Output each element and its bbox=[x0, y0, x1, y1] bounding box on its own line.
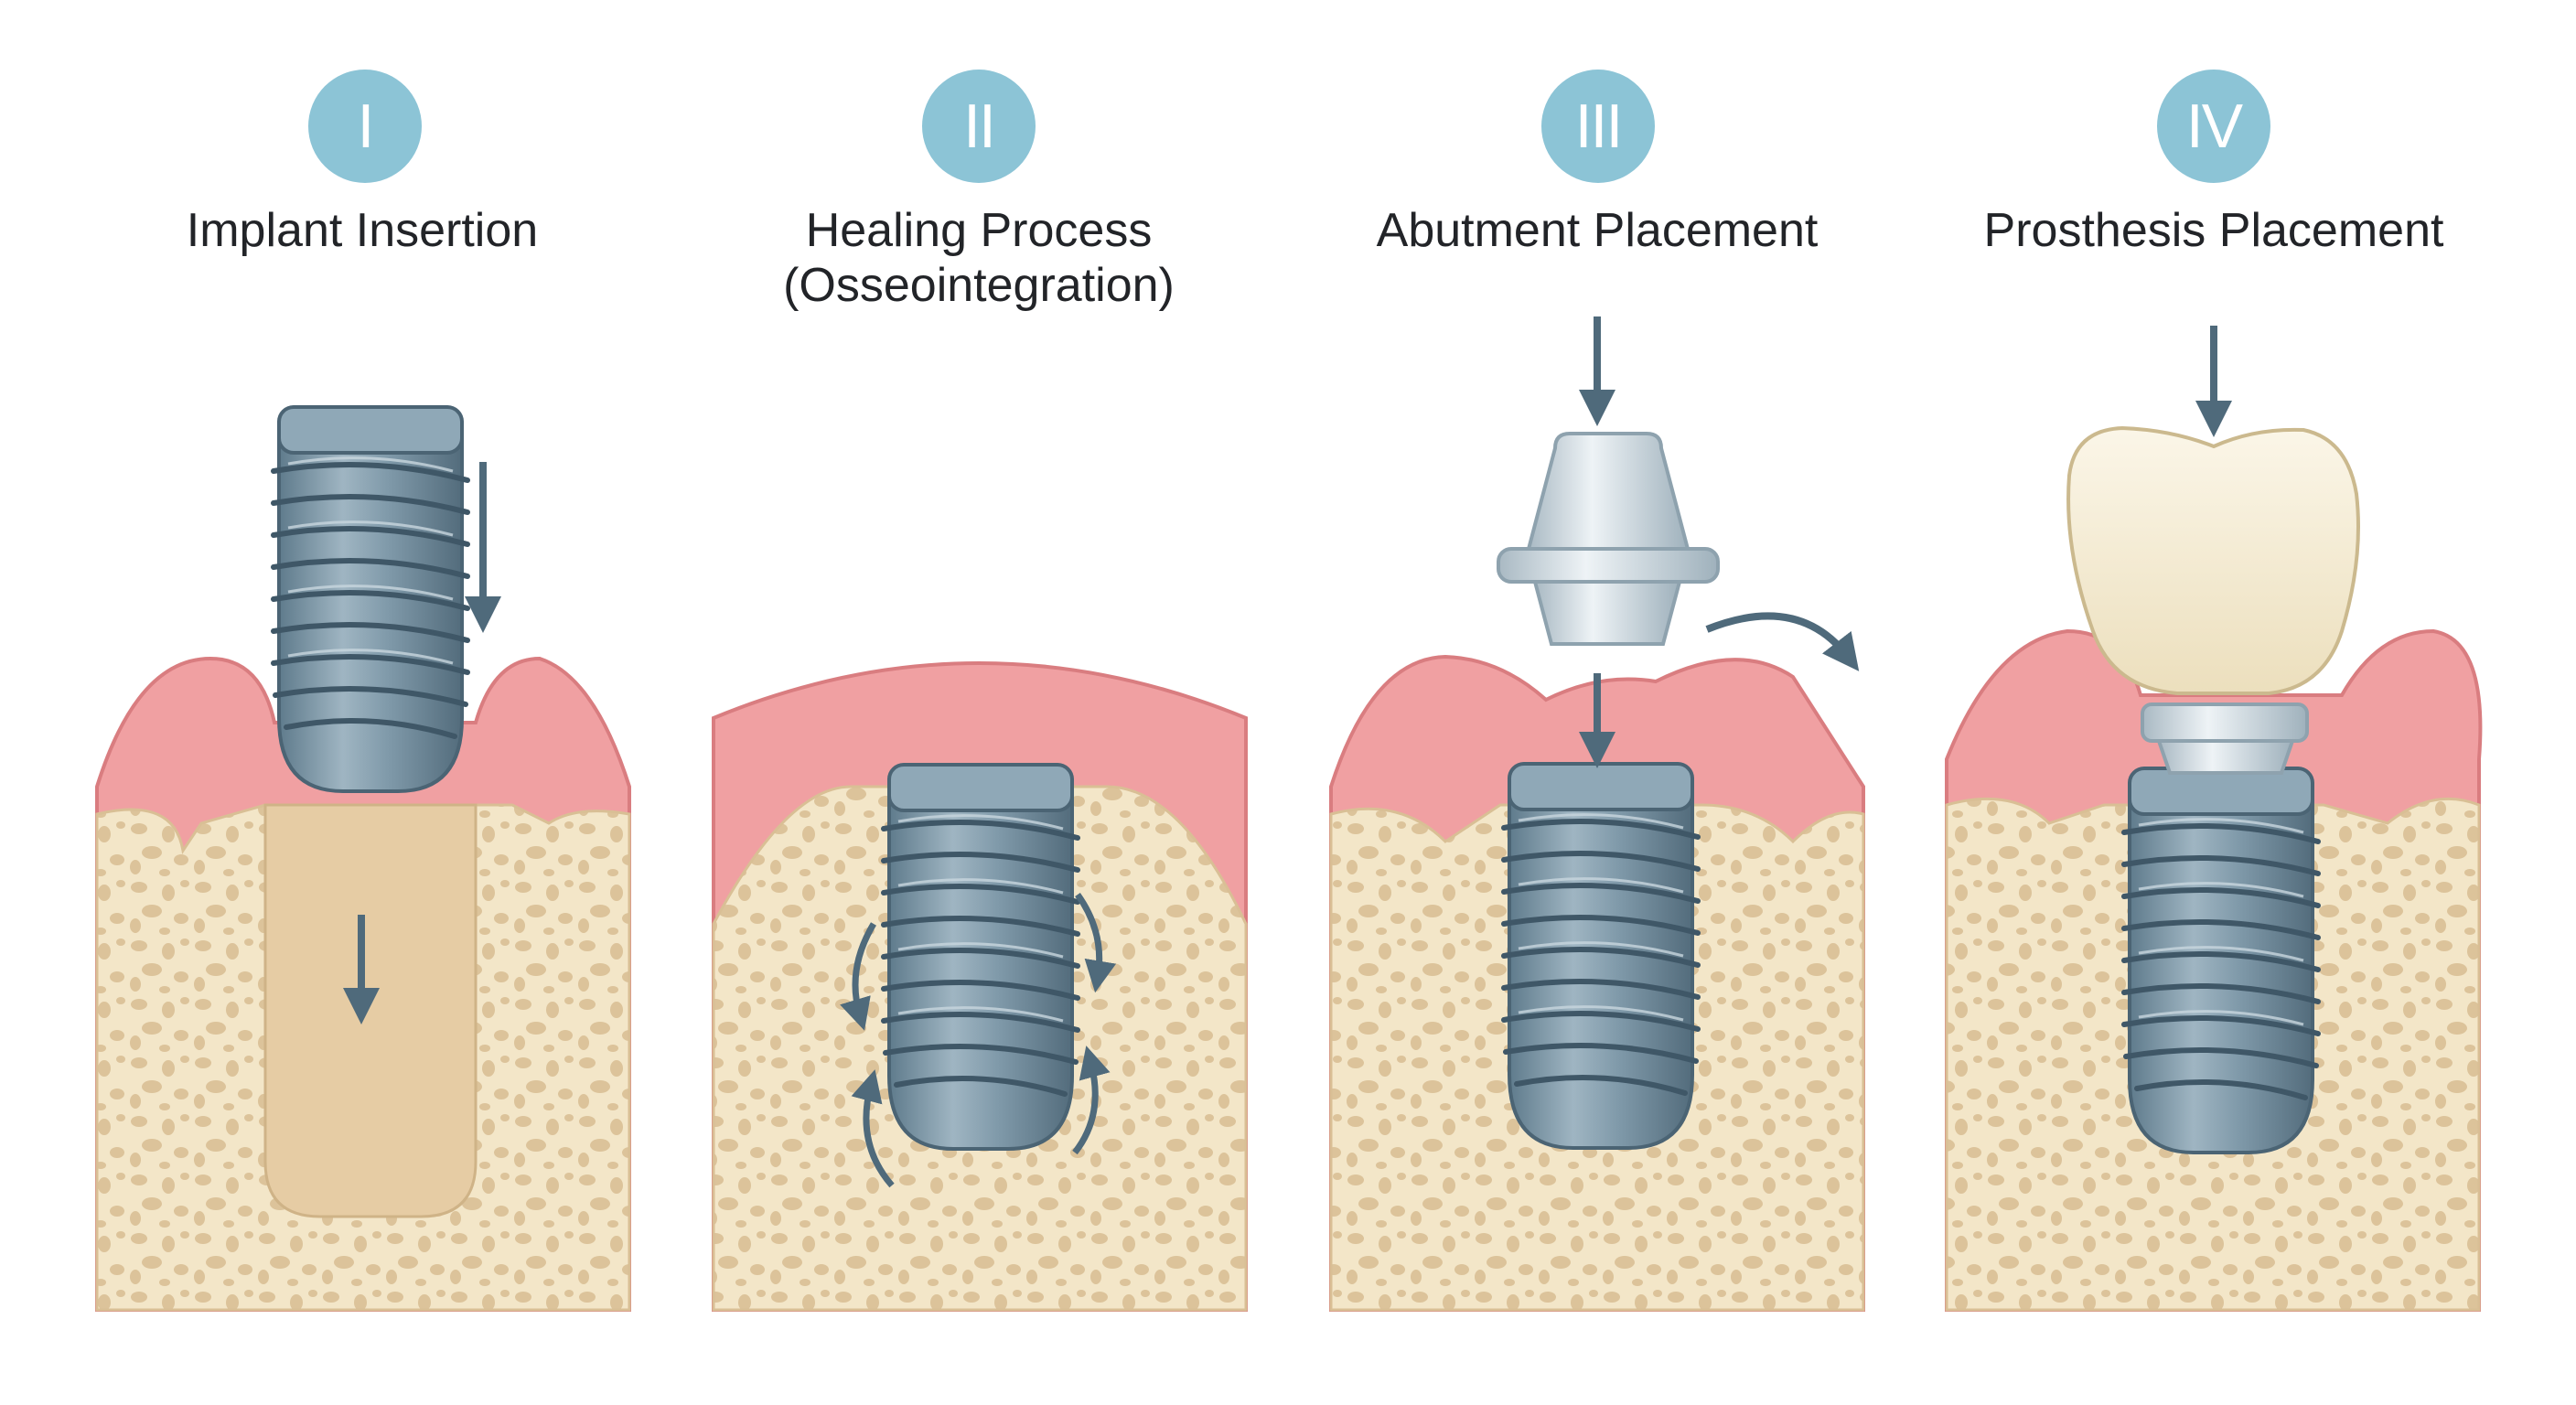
step-1-title: Implant Insertion bbox=[42, 203, 682, 258]
prosthesis-placement-illustration bbox=[1945, 326, 2483, 1312]
step-4-title: Prosthesis Placement bbox=[1894, 203, 2534, 258]
crown bbox=[2066, 425, 2360, 695]
step-3-title-line: Abutment Placement bbox=[1376, 204, 1819, 257]
step-2-title: Healing Process (Osseointegration) bbox=[659, 203, 1299, 313]
step-1-badge: I bbox=[308, 70, 422, 183]
implant-insertion-illustration bbox=[95, 407, 631, 1312]
step-2-title-line-2: (Osseointegration) bbox=[783, 259, 1175, 312]
step-2-title-line-1: Healing Process bbox=[805, 204, 1153, 257]
abutment-placement-illustration bbox=[1329, 316, 1865, 1312]
abutment-part bbox=[1497, 432, 1720, 646]
step-4-title-line: Prosthesis Placement bbox=[1983, 204, 2444, 257]
seated-abutment bbox=[2141, 702, 2309, 775]
step-3-badge: III bbox=[1541, 70, 1655, 183]
step-1-title-line: Implant Insertion bbox=[186, 204, 539, 257]
step-4-badge: IV bbox=[2157, 70, 2270, 183]
osseointegration-illustration bbox=[712, 661, 1248, 1312]
step-2-badge: II bbox=[922, 70, 1036, 183]
step-3-title: Abutment Placement bbox=[1277, 203, 1917, 258]
